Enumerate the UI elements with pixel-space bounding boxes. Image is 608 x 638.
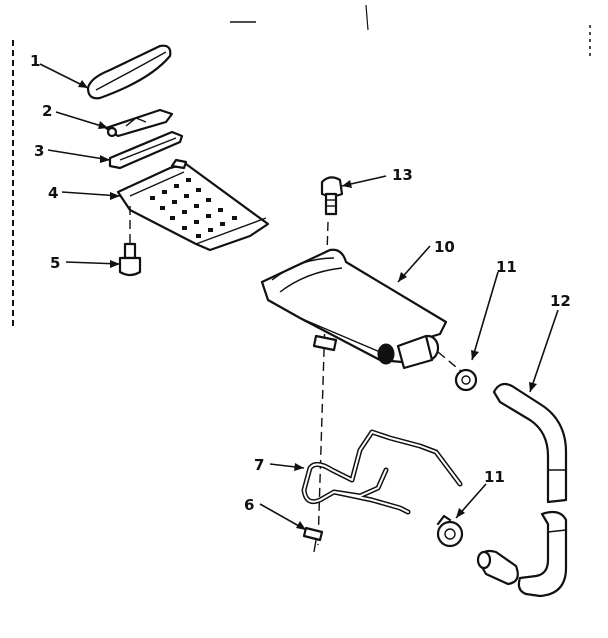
part-7-wire-spring — [301, 429, 463, 515]
part-2-clip — [104, 108, 174, 138]
callout-3: 3 — [34, 142, 44, 160]
callout-1: 1 — [30, 52, 40, 70]
callout-11-lower: 11 — [484, 468, 505, 486]
callout-12: 12 — [550, 292, 571, 310]
callout-11-upper: 11 — [496, 258, 517, 276]
callout-6: 6 — [244, 496, 254, 514]
part-1-cover — [86, 44, 172, 100]
callout-10: 10 — [434, 238, 455, 256]
part-5-screw — [118, 242, 142, 277]
assembly-line-10-11 — [437, 351, 463, 373]
leader-lines — [39, 63, 559, 531]
callout-4: 4 — [48, 184, 58, 202]
left-edge-marks — [12, 4, 591, 330]
callout-13: 13 — [392, 166, 413, 184]
part-6-clip — [302, 526, 324, 553]
part-11-clamp-lower — [436, 514, 464, 548]
part-4-grille — [116, 158, 270, 252]
assembly-line-13-6 — [317, 221, 329, 546]
part-3-bar — [108, 130, 184, 170]
callout-2: 2 — [42, 102, 52, 120]
part-13-screw — [320, 176, 344, 216]
callout-5: 5 — [50, 254, 60, 272]
part-11-clamp-upper — [454, 368, 478, 392]
connector-sleeve — [476, 549, 519, 586]
callout-7: 7 — [254, 456, 264, 474]
part-10-housing — [260, 248, 448, 370]
part-12-hose — [492, 382, 568, 598]
